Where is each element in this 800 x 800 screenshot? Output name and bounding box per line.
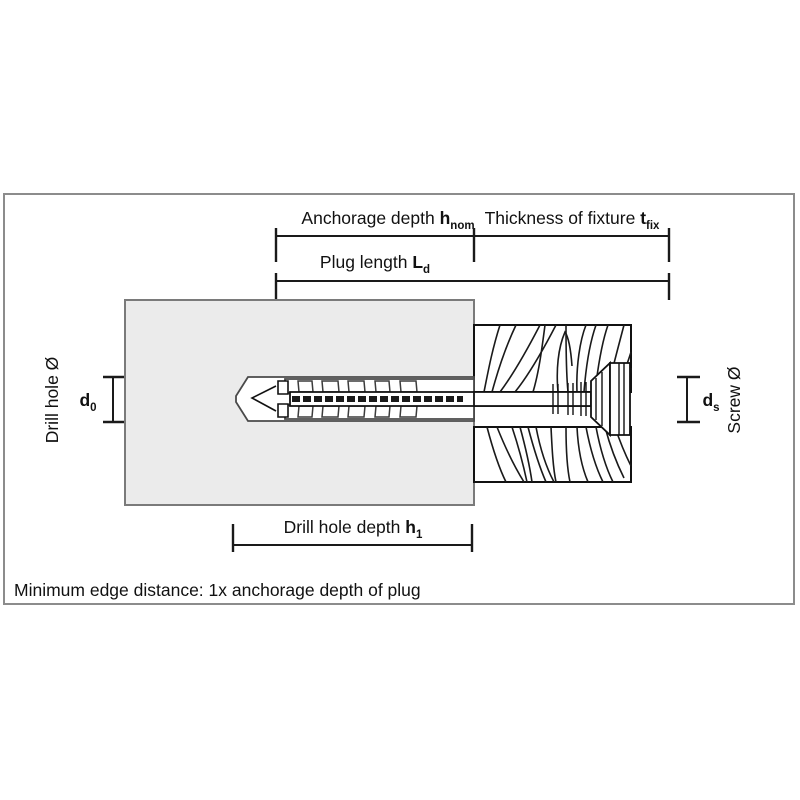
- plug-length-subscript: d: [423, 264, 430, 276]
- screw-diameter-symbol-group: ds: [702, 390, 719, 414]
- diagram-frame: [3, 193, 795, 605]
- plug-length-text: Plug length: [320, 252, 412, 272]
- thickness-of-fixture-text: Thickness of fixture: [485, 208, 641, 228]
- drill-hole-depth-label: Drill hole depth h1: [284, 517, 423, 541]
- thickness-of-fixture-subscript: fix: [646, 220, 660, 232]
- screw: [289, 360, 631, 438]
- screw-threads: [292, 396, 463, 402]
- plug-length-symbol: L: [412, 252, 423, 272]
- thickness-of-fixture-symbol: t: [640, 208, 646, 228]
- anchorage-depth-text: Anchorage depth: [301, 208, 439, 228]
- drill-hole-diameter-symbol: d: [79, 390, 90, 410]
- upper-dimension-line: [274, 228, 671, 262]
- screw-diameter-label: Screw Ø: [724, 366, 744, 433]
- drill-hole-diameter-subscript: 0: [90, 402, 96, 414]
- drill-hole-depth-text: Drill hole depth: [284, 517, 406, 537]
- wood-fixture: [473, 324, 632, 483]
- anchorage-depth-symbol: h: [440, 208, 451, 228]
- thickness-of-fixture-label: Thickness of fixture tfix: [485, 208, 660, 232]
- drill-hole-diameter-symbol-group: d0: [79, 390, 96, 414]
- drill-hole-diameter-label: Drill hole Ø: [42, 356, 62, 443]
- drill-hole-depth-symbol: h: [405, 517, 416, 537]
- plug-length-label: Plug length Ld: [320, 252, 430, 276]
- drill-hole-diameter-bracket: [103, 375, 127, 424]
- plug-length-dimension-line: [274, 273, 671, 300]
- plug-slots-upper: [297, 380, 418, 393]
- drill-hole-depth-dimension-line: [231, 524, 474, 552]
- screw-diameter-bracket: [677, 375, 700, 424]
- screw-neck-ribs: [552, 372, 603, 426]
- drill-hole-depth-subscript: 1: [416, 529, 423, 541]
- anchorage-depth-subscript: nom: [450, 220, 474, 232]
- screw-diameter-subscript: s: [713, 402, 719, 414]
- minimum-edge-distance-note: Minimum edge distance: 1x anchorage dept…: [14, 580, 421, 600]
- anchorage-depth-label: Anchorage depth hnom: [301, 208, 474, 232]
- screw-diameter-symbol: d: [702, 390, 713, 410]
